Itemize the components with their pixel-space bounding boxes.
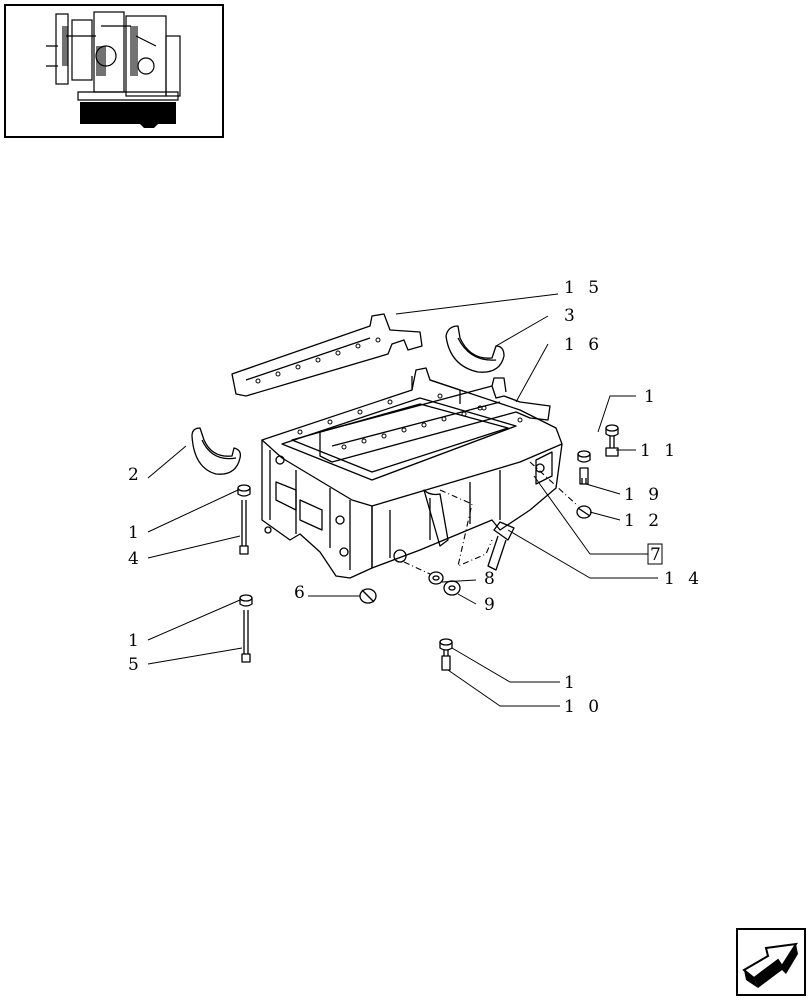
callout-1-lower: 1 — [128, 631, 143, 651]
callout-19: 1 9 — [624, 485, 663, 505]
leader-lines — [147, 293, 658, 707]
callout-7: 7 — [650, 545, 665, 565]
part-2-seal — [191, 427, 242, 475]
part-1-washer-top — [605, 424, 619, 437]
part-15-gasket — [231, 313, 423, 397]
part-19-bolt — [579, 467, 589, 485]
callout-10: 1 0 — [564, 697, 603, 717]
part-washer-19 — [577, 450, 591, 463]
callout-7-box — [647, 543, 663, 565]
callout-9: 9 — [484, 595, 499, 615]
part-12-plug — [576, 505, 592, 519]
part-4-bolt — [239, 500, 249, 555]
next-page-button[interactable] — [736, 928, 806, 996]
part-1-washer-lower — [239, 594, 253, 607]
part-9-seal — [443, 580, 461, 596]
callout-11: 1 1 — [640, 441, 679, 461]
callout-15: 1 5 — [564, 278, 603, 298]
callout-14: 1 4 — [664, 569, 703, 589]
callout-1-bottom: 1 — [564, 673, 579, 693]
part-1-washer-bottom — [439, 638, 453, 651]
oil-sump-body — [261, 367, 563, 579]
callout-6: 6 — [294, 583, 309, 603]
engine-thumbnail — [4, 4, 224, 138]
callout-12: 1 2 — [624, 511, 663, 531]
callout-4: 4 — [128, 549, 143, 569]
callout-1-left: 1 — [128, 523, 143, 543]
part-6-plug — [359, 588, 377, 604]
part-14-fitting — [487, 521, 515, 571]
part-16-gasket — [319, 377, 551, 463]
next-page-arrow-icon — [742, 942, 798, 988]
callout-3: 3 — [564, 306, 579, 326]
callout-2: 2 — [128, 465, 143, 485]
part-5-bolt — [241, 610, 251, 663]
callout-1-top: 1 — [644, 387, 659, 407]
part-8-seal — [428, 571, 444, 585]
callout-8: 8 — [484, 569, 499, 589]
engine-thumbnail-icon — [46, 11, 181, 128]
part-11-bolt — [605, 436, 619, 457]
part-3-seal — [445, 325, 505, 373]
callout-16: 1 6 — [564, 335, 603, 355]
callout-5: 5 — [128, 655, 143, 675]
part-1-washer-left — [237, 484, 251, 497]
part-10-bolt — [441, 650, 451, 671]
